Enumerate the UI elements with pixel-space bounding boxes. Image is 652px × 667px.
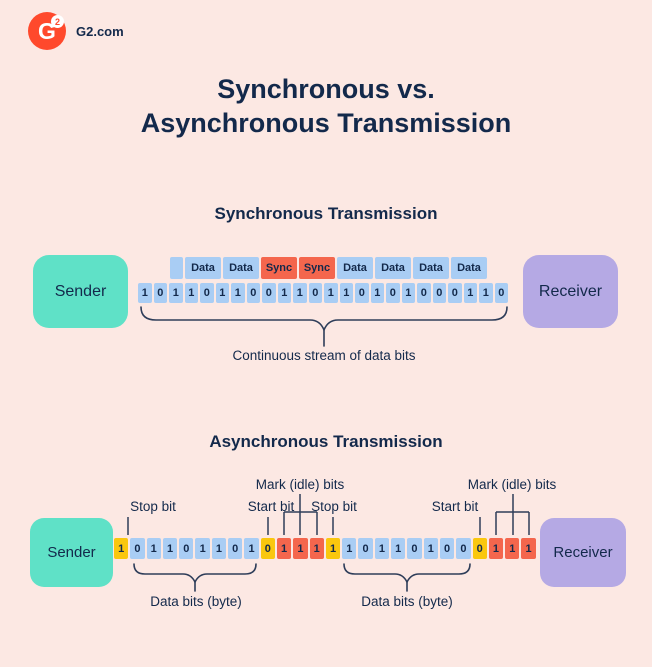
async-data-bit-cell: 1 (374, 538, 390, 559)
sync-bit-cell: 1 (463, 283, 477, 303)
async-mark-bit-cell: 1 (521, 538, 536, 559)
sync-bit-cell: 1 (169, 283, 183, 303)
async-start-bit-cell: 0 (260, 538, 275, 559)
sync-bit-cell: 1 (401, 283, 415, 303)
async-stop-bit-cell: 1 (325, 538, 341, 559)
async-data-bit-cell: 0 (456, 538, 471, 559)
async-mark-bit-cell: 1 (488, 538, 504, 559)
sync-bit-cell: 1 (215, 283, 229, 303)
sync-receiver-box: Receiver (523, 255, 618, 328)
annotation-connector-lines (127, 494, 530, 535)
sync-data-label-cell: Data (451, 257, 487, 279)
sync-bit-cell: 1 (184, 283, 198, 303)
sync-bit-cell: 0 (417, 283, 431, 303)
site-label: G2.com (76, 24, 124, 39)
sync-sync-label-cell: Sync (261, 257, 297, 279)
mark-idle-bits-label-2: Mark (idle) bits (467, 477, 557, 492)
sync-data-label-cell (170, 257, 183, 279)
async-data-bit-cell: 1 (146, 538, 161, 559)
sync-section-heading: Synchronous Transmission (214, 204, 438, 223)
async-data-bit-cell: 1 (391, 538, 406, 559)
sync-data-label-cell: Data (413, 257, 449, 279)
async-mark-bit-cell: 1 (309, 538, 324, 559)
async-data-bit-cell: 0 (439, 538, 455, 559)
sync-data-label-cell: Data (375, 257, 411, 279)
sync-bit-cell: 0 (200, 283, 214, 303)
async-mark-bit-cell: 1 (505, 538, 520, 559)
data-byte-underbrace-1 (133, 563, 257, 592)
sync-caption: Continuous stream of data bits (232, 348, 416, 363)
async-mark-bit-cell: 1 (276, 538, 292, 559)
sync-bit-cell: 1 (324, 283, 338, 303)
sync-sender-box: Sender (33, 255, 128, 328)
sync-sync-label-cell: Sync (299, 257, 335, 279)
g2-logo-superscript: 2 (51, 15, 64, 28)
sync-bit-cell: 1 (138, 283, 152, 303)
async-sender-box: Sender (30, 518, 113, 587)
sync-bit-cell: 1 (339, 283, 353, 303)
async-mark-bit-cell: 1 (293, 538, 308, 559)
page-title-line2: Asynchronous Transmission (140, 108, 512, 138)
sync-bit-cell: 1 (370, 283, 384, 303)
stop-bit-label-1: Stop bit (130, 499, 176, 514)
async-data-bit-cell: 1 (342, 538, 357, 559)
async-stop-bit-cell: 1 (114, 538, 129, 559)
async-start-bit-cell: 0 (472, 538, 487, 559)
sync-data-label-cell: Data (337, 257, 373, 279)
async-data-bit-cell: 1 (162, 538, 178, 559)
sync-bit-cell: 1 (479, 283, 493, 303)
async-data-bit-cell: 0 (358, 538, 373, 559)
async-data-bit-cell: 1 (195, 538, 210, 559)
sync-bit-cell: 0 (153, 283, 167, 303)
async-data-bit-cell: 0 (407, 538, 422, 559)
g2-logo-icon: G 2 (28, 12, 66, 50)
sync-data-label-cell: Data (223, 257, 259, 279)
stop-bit-label-2: Stop bit (311, 499, 357, 514)
async-data-bit-cell: 0 (228, 538, 243, 559)
async-data-bit-cell: 0 (179, 538, 194, 559)
start-bit-label-2: Start bit (431, 499, 479, 514)
sync-bit-cell: 0 (246, 283, 260, 303)
async-data-bit-cell: 1 (211, 538, 227, 559)
async-data-bit-cell: 1 (423, 538, 438, 559)
mark-idle-bits-label-1: Mark (idle) bits (255, 477, 345, 492)
page-title-line1: Synchronous vs. (217, 74, 435, 104)
async-data-bit-cell: 0 (130, 538, 145, 559)
sync-bit-cell: 1 (277, 283, 291, 303)
sync-data-label-cell: Data (185, 257, 221, 279)
sync-bit-cell: 0 (355, 283, 369, 303)
sync-bit-cell: 1 (231, 283, 245, 303)
sync-bit-cell: 0 (386, 283, 400, 303)
data-bits-byte-caption-2: Data bits (byte) (361, 594, 453, 609)
page-title: Synchronous vs. Asynchronous Transmissio… (0, 72, 652, 140)
data-bits-byte-caption-1: Data bits (byte) (150, 594, 242, 609)
sync-bit-cell: 0 (262, 283, 276, 303)
sync-underbrace (140, 306, 508, 347)
async-receiver-box: Receiver (540, 518, 626, 587)
start-bit-label-1: Start bit (247, 499, 295, 514)
sync-bit-cell: 0 (494, 283, 508, 303)
sync-bit-cell: 0 (308, 283, 322, 303)
sync-bit-cell: 1 (293, 283, 307, 303)
sync-bit-cell: 0 (448, 283, 462, 303)
async-data-bit-cell: 1 (244, 538, 259, 559)
sync-bit-cell: 0 (432, 283, 446, 303)
data-byte-underbrace-2 (343, 563, 471, 592)
async-section-heading: Asynchronous Transmission (209, 432, 443, 451)
